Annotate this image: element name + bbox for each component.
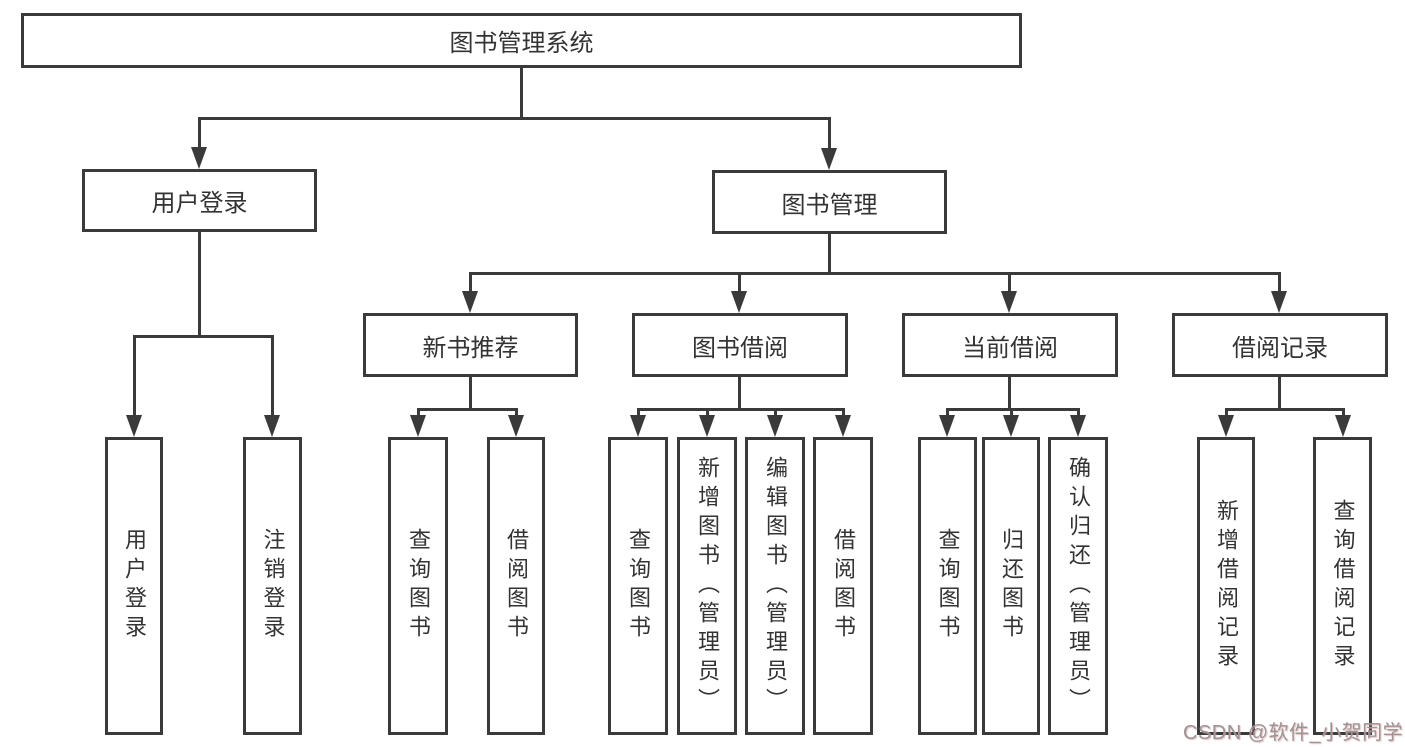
leaf-label: 确认归还（管理员） [1066,455,1091,717]
connector-line [271,335,274,417]
arrow-down-icon [462,291,478,313]
connector-line [1278,272,1281,293]
connector-line [1225,408,1345,411]
connector-line [1278,377,1281,411]
node-label: 图书借阅 [692,334,788,362]
connector-line [1077,408,1080,418]
arrow-down-icon [731,291,747,313]
arrow-down-icon [264,415,280,437]
leaf-current-confirm-return-admin: 确认归还（管理员） [1048,437,1108,735]
node-label: 借阅记录 [1232,334,1328,362]
connector-line [469,272,1281,275]
connector-line [637,408,640,418]
arrow-down-icon [630,415,646,437]
watermark: CSDN @软件_小贺同学 [1183,722,1404,744]
connector-line [828,234,831,272]
connector-line [774,408,777,418]
connector-line [417,408,518,411]
node-book-management: 图书管理 [712,170,947,234]
arrow-down-icon [1001,291,1017,313]
connector-line [133,335,136,417]
arrow-down-icon [126,415,142,437]
arrow-down-icon [1271,291,1287,313]
leaf-recommend-borrow-book: 借阅图书 [487,437,545,735]
connector-line [469,377,472,411]
leaf-current-return-book: 归还图书 [982,437,1040,735]
node-label: 新书推荐 [422,334,519,362]
connector-line [842,408,845,418]
arrow-down-icon [699,415,715,437]
leaf-records-query-record: 查询借阅记录 [1313,437,1372,735]
leaf-label: 借阅图书 [831,528,856,644]
leaf-label: 查询图书 [406,528,431,644]
connector-line [1010,408,1013,418]
connector-line [706,408,709,418]
connector-line [520,68,523,119]
arrow-down-icon [1070,415,1086,437]
connector-line [198,117,831,120]
connector-line [515,408,518,418]
leaf-label: 归还图书 [999,528,1024,644]
connector-line [1008,377,1011,411]
arrow-down-icon [191,147,207,169]
connector-line [198,232,201,335]
connector-line [1008,272,1011,293]
leaf-records-add-record: 新增借阅记录 [1197,437,1255,735]
leaf-label: 新增图书（管理员） [695,455,720,717]
arrow-down-icon [410,415,426,437]
arrow-down-icon [767,415,783,437]
arrow-down-icon [508,415,524,437]
connector-line [198,117,201,150]
leaf-label: 编辑图书（管理员） [763,455,788,717]
leaf-label: 查询图书 [626,528,651,644]
arrow-down-icon [1335,415,1351,437]
arrow-down-icon [939,415,955,437]
connector-line [738,377,741,411]
node-book-borrow: 图书借阅 [632,313,848,377]
connector-line [417,408,420,418]
connector-line [828,117,831,151]
leaf-borrow-borrow-book: 借阅图书 [813,437,873,735]
leaf-label: 新增借阅记录 [1214,499,1239,673]
connector-line [1225,408,1228,418]
node-current-borrow: 当前借阅 [902,313,1118,377]
leaf-label: 用户登录 [122,528,147,644]
leaf-user-login: 用户登录 [105,437,163,735]
node-library-management-system: 图书管理系统 [21,13,1022,68]
connector-line [946,408,1080,411]
leaf-label: 查询图书 [935,528,961,644]
leaf-borrow-add-book-admin: 新增图书（管理员） [677,437,737,735]
node-user-login: 用户登录 [82,169,317,232]
node-new-book-recommend: 新书推荐 [363,313,578,377]
connector-line [946,408,949,418]
leaf-label: 查询借阅记录 [1330,499,1356,673]
connector-line [469,272,472,293]
leaf-label: 注销登录 [260,528,286,644]
leaf-borrow-query-book: 查询图书 [608,437,668,735]
leaf-logout: 注销登录 [243,437,302,735]
arrow-down-icon [835,415,851,437]
connector-line [1342,408,1345,418]
leaf-borrow-edit-book-admin: 编辑图书（管理员） [745,437,805,735]
arrow-down-icon [1218,415,1234,437]
node-label: 用户登录 [151,190,248,217]
node-borrow-records: 借阅记录 [1172,313,1388,377]
leaf-recommend-query-book: 查询图书 [388,437,448,735]
node-label: 当前借阅 [962,334,1058,362]
leaf-label: 借阅图书 [504,528,529,644]
arrow-down-icon [821,148,837,170]
node-label: 图书管理 [781,191,878,219]
node-label: 图书管理系统 [449,30,594,57]
leaf-current-query-book: 查询图书 [918,437,977,735]
arrow-down-icon [1003,415,1019,437]
connector-line [637,408,845,411]
connector-line [133,335,274,338]
connector-line [738,272,741,293]
